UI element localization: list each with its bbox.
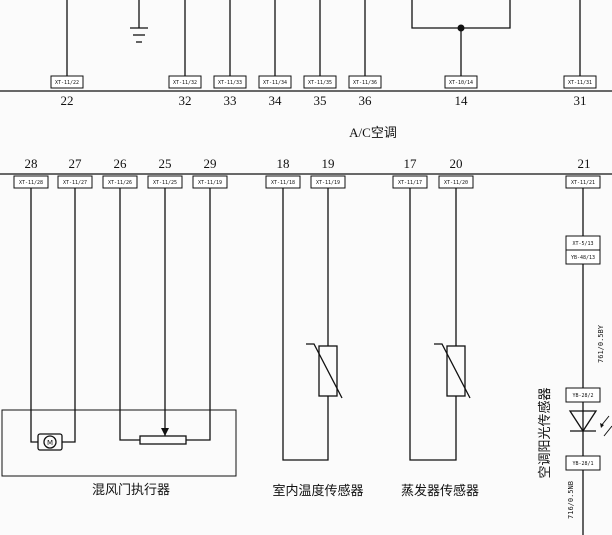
bottom-connector-17: 17 XT-11/17: [392, 156, 428, 189]
pin-number: 33: [224, 93, 237, 108]
pin-number: 35: [314, 93, 327, 108]
pin-number: 19: [322, 156, 335, 171]
thermistor-icon: [306, 343, 343, 399]
connector-tag: XT-11/31: [568, 80, 592, 86]
connector-tag: XT-5/13: [572, 241, 593, 247]
wire-label-upper: 761/0.5BY: [597, 324, 605, 363]
top-connector-22: XT-11/22 22: [50, 75, 84, 108]
connector-tag: XT-11/27: [63, 180, 87, 186]
connector-tag: XT-11/19: [316, 180, 340, 186]
connector-tag: XT-11/26: [108, 180, 132, 186]
top-connector-35: XT-11/35 35: [303, 75, 337, 108]
pin-number: 28: [25, 156, 38, 171]
pin-number: 29: [204, 156, 217, 171]
top-connector-32: XT-11/32 32: [168, 75, 202, 108]
connector-tag: XT-11/20: [444, 180, 468, 186]
connector-tag: YB-28/1: [572, 461, 593, 467]
pin-number: 14: [455, 93, 469, 108]
top-connector-31: XT-11/31 31: [563, 75, 597, 108]
bottom-connector-18: 18 XT-11/18: [265, 156, 301, 189]
bottom-connector-26: 26 XT-11/26: [102, 156, 138, 189]
bottom-connector-19: 19 XT-11/19: [310, 156, 346, 189]
pin-number: 27: [69, 156, 83, 171]
bottom-connector-21: 21 XT-11/21: [565, 156, 601, 189]
sun-sensor-label: 空调阳光传感器: [537, 387, 553, 478]
right-connector-lower: YB-28/1: [565, 455, 601, 471]
pin-number: 18: [277, 156, 290, 171]
cabin-sensor-label: 室内温度传感器: [272, 483, 363, 499]
junction-14: [411, 0, 511, 32]
bottom-connector-27: 27 XT-11/27: [57, 156, 93, 189]
connector-tag: XT-11/22: [55, 80, 79, 86]
pin-number: 21: [578, 156, 591, 171]
pin-number: 32: [179, 93, 192, 108]
top-connector-33: XT-11/33 33: [213, 75, 247, 108]
evaporator-sensor-wiring: [409, 188, 457, 461]
thermistor-icon: [434, 343, 471, 399]
connector-tag: XT-11/36: [353, 80, 377, 86]
diagram-title: A/C空调: [349, 125, 397, 140]
evap-sensor-label: 蒸发器传感器: [401, 483, 479, 499]
bottom-connector-29: 29 XT-11/19: [192, 156, 228, 189]
connector-tag: YB-28/2: [572, 393, 593, 399]
mix-door-actuator-frame: [1, 409, 237, 477]
pin-number: 25: [159, 156, 172, 171]
connector-tag: XT-11/25: [153, 180, 177, 186]
motor-icon: M: [37, 433, 63, 451]
connector-tag: XT-11/34: [263, 80, 287, 86]
bottom-connector-25: 25 XT-11/25: [147, 156, 183, 189]
pin-number: 22: [61, 93, 74, 108]
mix-door-label: 混风门执行器: [92, 483, 170, 498]
pin-number: 36: [359, 93, 373, 108]
connector-tag: XT-11/32: [173, 80, 197, 86]
cabin-temp-sensor-wiring: [282, 188, 329, 461]
connector-tag: XT-11/19: [198, 180, 222, 186]
pin-number: 17: [404, 156, 418, 171]
motor-symbol: M: [47, 439, 53, 447]
connector-tag: XT-11/28: [19, 180, 43, 186]
pin-number: 31: [574, 93, 587, 108]
connector-tag: YB-48/13: [571, 255, 595, 261]
connector-tag: XT-11/18: [271, 180, 295, 186]
photodiode-icon: [568, 410, 612, 437]
connector-tag: XT-11/33: [218, 80, 242, 86]
connector-tag: XT-11/17: [398, 180, 422, 186]
wire-label-lower: 716/0.5NB: [567, 481, 575, 519]
right-connector-upper: XT-5/13 YB-48/13: [565, 235, 601, 265]
pin-number: 20: [450, 156, 463, 171]
pin-number: 26: [114, 156, 128, 171]
bottom-connector-20: 20 XT-11/20: [438, 156, 474, 189]
ground-symbol: [130, 0, 148, 43]
top-connector-34: XT-11/34 34: [258, 75, 292, 108]
top-connector-14: XT-10/14 14: [444, 75, 478, 108]
connector-tag: XT-10/14: [449, 80, 473, 86]
right-connector-mid: YB-28/2: [565, 387, 601, 403]
top-connector-36: XT-11/36 36: [348, 75, 382, 108]
bottom-connector-28: 28 XT-11/28: [13, 156, 49, 189]
pin-number: 34: [269, 93, 283, 108]
mix-door-wiring: [30, 188, 211, 443]
connector-tag: XT-11/35: [308, 80, 332, 86]
connector-tag: XT-11/21: [571, 180, 595, 186]
potentiometer-icon: [139, 435, 187, 445]
